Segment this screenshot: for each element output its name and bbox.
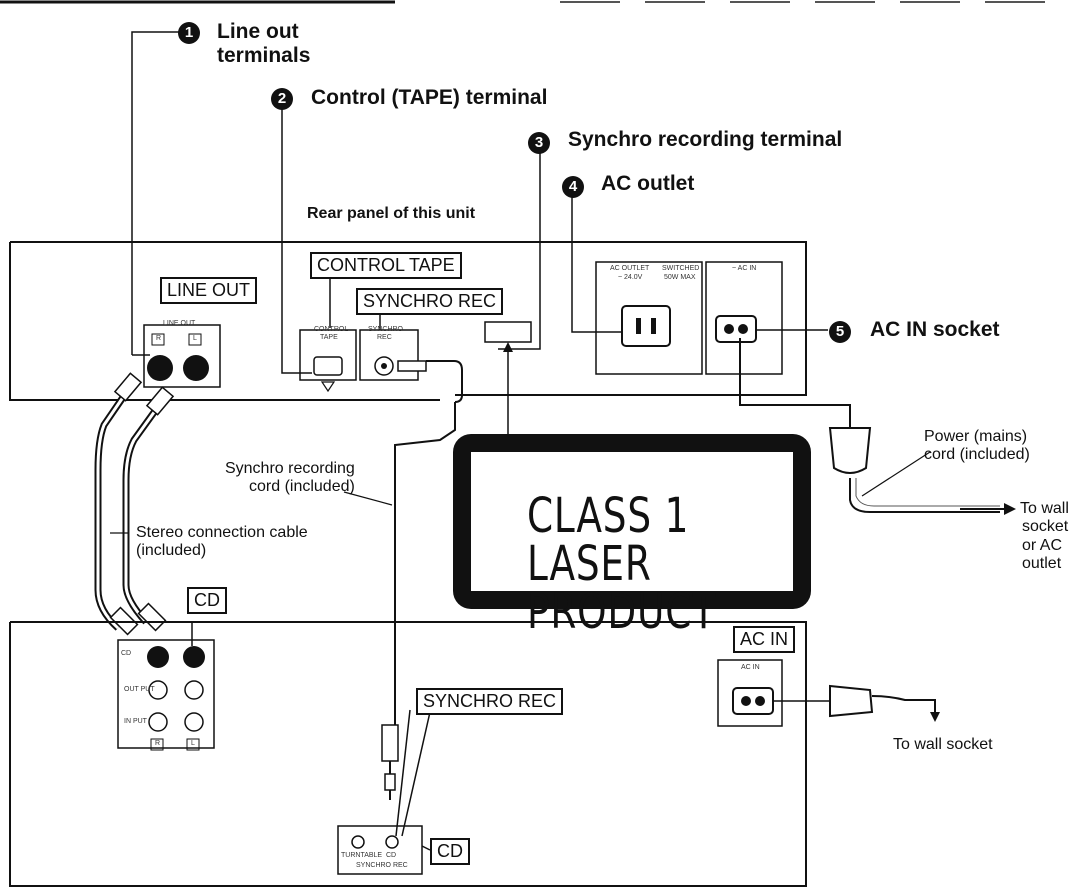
callout-1-line2: terminals (217, 44, 311, 68)
laser-line-2: LASER PRODUCT (527, 536, 716, 640)
cd-synchro-jack[interactable] (385, 835, 399, 849)
to-wall-top-line1: To wall (1020, 500, 1069, 517)
callout-5-marker: 5 (829, 321, 851, 343)
stereo-cable-line1: Stereo connection cable (136, 524, 308, 541)
tiny-ac-outlet: AC OUTLET (610, 265, 650, 272)
callout-4-label: AC outlet (601, 172, 695, 195)
synchro-cord-line1: Synchro recording (224, 460, 355, 477)
tiny-turntable: TURNTABLE (341, 852, 383, 859)
callout-1-marker: 1 (178, 22, 200, 44)
synchro-cord (394, 402, 456, 725)
synchro-rec-box-cd: SYNCHRO REC (416, 688, 564, 715)
callout-2-label: Control (TAPE) terminal (311, 86, 548, 109)
to-wall-socket-top-label: To wall socket or AC outlet (1020, 500, 1069, 574)
tiny-cd-l: L (191, 740, 195, 747)
to-wall-top-line2: socket (1022, 518, 1069, 536)
tiny-switched-max: 50W MAX (664, 274, 696, 281)
cd-ac-in-socket[interactable] (732, 687, 774, 715)
laser-line-1: CLASS 1 (527, 488, 690, 544)
tiny-control: CONTROL (314, 326, 349, 333)
tiny-cd-r: R (155, 740, 161, 747)
tiny-synchro: SYNCHRO (368, 326, 404, 333)
synchro-cord-label: Synchro recording cord (included) (204, 460, 355, 497)
tiny-rec: REC (377, 334, 392, 341)
callout-3-marker: 3 (528, 132, 550, 154)
tiny-cd-ac-in: AC IN (741, 664, 760, 671)
control-tape-frame (299, 329, 357, 381)
power-cord (739, 338, 851, 428)
laser-warning-label: CLASS 1 LASER PRODUCT (453, 434, 811, 636)
synchro-cord-line2: cord (included) (249, 478, 355, 496)
laser-label-inner: CLASS 1 LASER PRODUCT (471, 452, 793, 636)
line-out-r-jack[interactable] (147, 355, 173, 381)
rear-panel-label: Rear panel of this unit (307, 205, 476, 222)
ac-outlet-socket[interactable] (621, 305, 671, 347)
line-out-box: LINE OUT (160, 277, 258, 304)
ac-in-socket[interactable] (715, 315, 757, 343)
cd-box-bottom: CD (430, 838, 470, 865)
tiny-synchro-rec: SYNCHRO REC (356, 862, 408, 869)
tiny-cd-jack: CD (386, 852, 397, 859)
tiny-line-out-l: L (193, 335, 197, 342)
cd-synchro-rec-frame (337, 825, 423, 875)
power-cord-label: Power (mains) cord (included) (924, 428, 1030, 465)
synchro-rec-frame (359, 329, 419, 381)
control-tape-port[interactable] (313, 356, 343, 376)
synchro-rec-box-unit: SYNCHRO REC (356, 288, 504, 315)
callout-3-label: Synchro recording terminal (568, 128, 843, 151)
tiny-out-put: OUT PUT (124, 686, 155, 693)
tiny-line-out-r: R (156, 335, 162, 342)
power-cord-line2: cord (included) (924, 446, 1030, 464)
callout-1-label: Line out terminals (217, 20, 310, 68)
laser-label-text: CLASS 1 LASER PRODUCT (527, 492, 734, 636)
line-out-jack-frame (143, 324, 221, 388)
cd-ac-in-panel (717, 659, 783, 727)
to-wall-top-line4: outlet (1022, 555, 1062, 573)
ac-in-box-cd: AC IN (733, 626, 796, 653)
unit-rear-panel (10, 241, 807, 396)
tiny-tape: TAPE (320, 334, 338, 341)
power-cord-line1: Power (mains) (924, 428, 1028, 445)
tiny-ac-in: ~ AC IN (732, 265, 757, 272)
tiny-ac-outlet-v: ~ 24.0V (618, 274, 643, 281)
ac-outlet-panel (595, 261, 703, 375)
tiny-cd: CD (121, 650, 132, 657)
line-out-l-jack[interactable] (183, 355, 209, 381)
tiny-in-put: IN PUT (124, 718, 147, 725)
stereo-cable-label: Stereo connection cable (included) (130, 524, 308, 561)
callout-5-label: AC IN socket (870, 318, 1000, 341)
power-plug (828, 427, 872, 474)
to-wall-socket-bottom-label: To wall socket (893, 736, 993, 753)
ac-in-panel (705, 261, 783, 375)
callout-1-line1: Line out (217, 20, 299, 43)
to-wall-top-line3: or AC (1022, 536, 1063, 554)
synchro-rec-jack[interactable] (374, 356, 394, 376)
cd-player-rear-panel (9, 621, 807, 887)
callout-2-marker: 2 (271, 88, 293, 110)
cd-out-l-jack[interactable] (183, 646, 205, 668)
cd-jack-block (117, 639, 215, 749)
control-tape-box: CONTROL TAPE (310, 252, 462, 279)
stereo-cable-line2: (included) (136, 542, 207, 560)
callout-4-marker: 4 (562, 176, 584, 198)
tiny-line-out: LINE OUT (163, 320, 196, 327)
cd-box-top: CD (187, 587, 227, 614)
cd-out-r-jack[interactable] (147, 646, 169, 668)
tiny-switched: SWITCHED (662, 265, 700, 272)
